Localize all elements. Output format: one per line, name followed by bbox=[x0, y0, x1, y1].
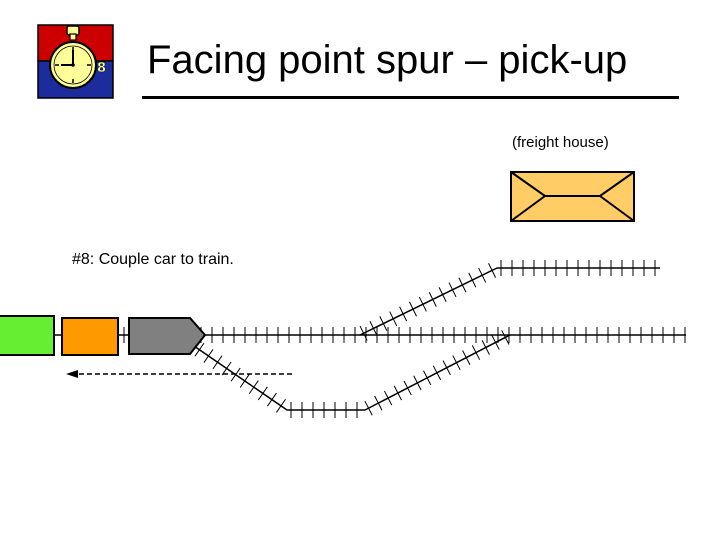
track-tie bbox=[442, 360, 451, 376]
stopwatch-logo-icon: 8 bbox=[37, 24, 114, 99]
track-tie bbox=[501, 330, 510, 345]
track-tie bbox=[438, 287, 447, 302]
track-tie bbox=[481, 340, 490, 355]
track-tie bbox=[403, 380, 412, 396]
locomotive bbox=[128, 317, 207, 355]
movement-arrow bbox=[66, 370, 292, 378]
track-tie bbox=[413, 375, 422, 391]
track-ties bbox=[123, 260, 686, 418]
track-tie bbox=[389, 311, 398, 327]
track-tie bbox=[448, 282, 457, 298]
track-tie bbox=[478, 267, 487, 283]
track-tie bbox=[491, 335, 500, 350]
orange-car bbox=[61, 317, 119, 356]
track-tie bbox=[221, 361, 232, 376]
track-tie bbox=[239, 374, 250, 388]
track-tie bbox=[393, 385, 402, 401]
track-tie bbox=[203, 349, 214, 363]
track-tie bbox=[212, 355, 223, 370]
track-tie bbox=[462, 350, 471, 365]
track-tie bbox=[452, 355, 461, 371]
track-tie bbox=[471, 345, 481, 360]
freight-house bbox=[510, 171, 635, 222]
track-tie bbox=[432, 365, 442, 381]
track-tie bbox=[276, 398, 286, 413]
track-tie bbox=[488, 263, 497, 278]
spur-track bbox=[359, 267, 660, 336]
step-instruction: #8: Couple car to train. bbox=[72, 251, 234, 268]
track-tie bbox=[409, 301, 417, 317]
track-tie bbox=[374, 395, 383, 411]
logo-stem bbox=[69, 33, 77, 41]
track-tie bbox=[194, 342, 205, 357]
track-tie bbox=[423, 370, 432, 386]
logo-stopwatch-mark: 8 bbox=[97, 61, 106, 76]
track-tie bbox=[399, 306, 408, 322]
freight-house-label: (freight house) bbox=[512, 134, 609, 151]
track-tie bbox=[379, 316, 388, 331]
track-tie bbox=[359, 325, 368, 341]
title-underline bbox=[142, 96, 679, 99]
track-tie bbox=[248, 380, 259, 395]
track-tie bbox=[418, 296, 427, 312]
track-tie bbox=[364, 400, 373, 416]
track-tie bbox=[266, 392, 277, 407]
track-tie bbox=[257, 386, 268, 401]
track-tie bbox=[369, 321, 378, 336]
track-tie bbox=[428, 292, 437, 307]
green-car bbox=[0, 315, 55, 356]
siding-track bbox=[177, 334, 511, 411]
track-tie bbox=[383, 390, 393, 406]
track-tie bbox=[458, 277, 467, 293]
track-tie bbox=[468, 272, 477, 288]
page-title: Facing point spur – pick-up bbox=[147, 38, 628, 82]
